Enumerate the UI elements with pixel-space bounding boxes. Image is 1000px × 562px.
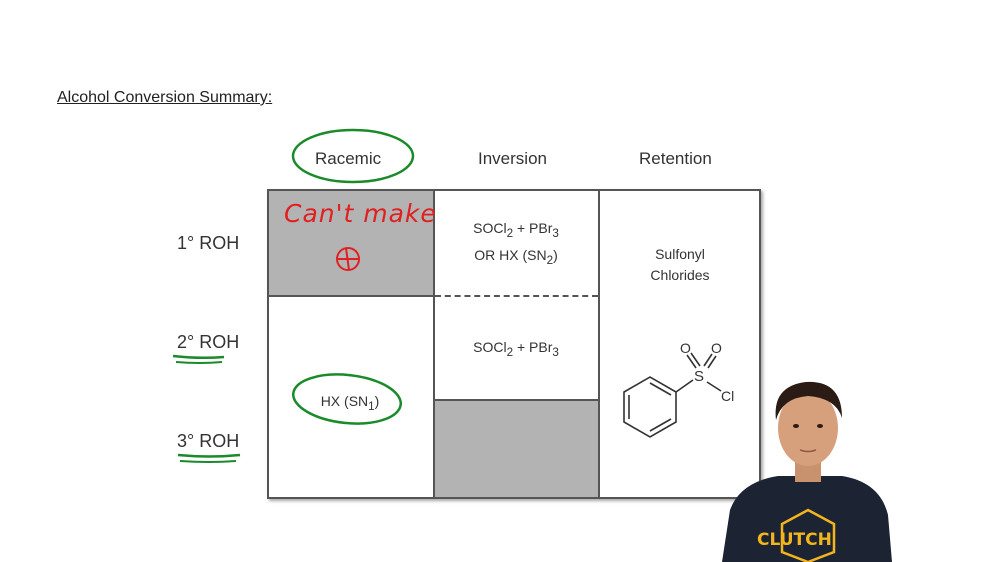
secondary-underline-annotation [175,361,223,364]
column-header-racemic: Racemic [315,149,382,168]
column-header-inversion: Inversion [478,149,547,168]
s-o-bond [703,353,713,367]
row-divider-dashed [435,295,598,297]
oxygen-label-right: O [711,340,722,356]
column-divider [433,191,435,497]
row-divider [269,295,435,297]
tertiary-underline-annotation [177,453,241,458]
sn1-circle-annotation [291,373,403,425]
presenter-figure: CLUTCH [722,381,892,562]
double-bond [649,382,672,396]
s-cl-bond [706,381,722,392]
chlorine-label: Cl [721,388,734,404]
column-divider [598,191,600,497]
presenter-shirt [722,476,892,562]
handwritten-note: Can't make [284,199,437,228]
primary-inversion-line1: SOCl2 + PBr3 [473,220,559,240]
row-label-tertiary: 3° ROH [177,431,240,451]
retention-line1: Sulfonyl [655,246,705,262]
conversion-table [267,189,761,499]
page-title: Alcohol Conversion Summary: [57,89,273,106]
s-o-bond [707,355,717,369]
secondary-inversion-reagents: SOCl2 + PBr3 [473,339,559,359]
presenter-mouth [799,449,817,453]
circled-plus-icon-v [345,247,350,271]
sulfonyl-chloride-structure [623,352,722,438]
primary-inversion-line2: OR HX (SN2) [474,246,558,267]
clutch-logo-text: CLUTCH [757,530,832,550]
presenter-eye [793,424,799,428]
row-divider [434,399,599,401]
racemic-reagent: HX (SN1) [320,393,380,413]
tertiary-underline-annotation [179,460,237,463]
s-o-bond [686,354,697,369]
primary-inversion-reagents: SOCl2 + PBr3 OR HX (SN2) [440,220,592,276]
retention-line2: Chlorides [650,267,710,283]
row-label-primary: 1° ROH [177,233,240,253]
secondary-underline-annotation [172,354,225,360]
retention-reagents: Sulfonyl Chlorides [620,244,740,286]
column-header-retention: Retention [639,149,712,168]
ring-sulfur-bond [675,379,694,393]
presenter-eye [817,424,823,428]
primary-racemic-cell [269,191,433,295]
presenter-hair [775,381,842,420]
sulfur-label: S [694,368,704,385]
tertiary-inversion-cell [434,400,599,497]
oxygen-label-left: O [680,340,691,356]
s-o-bond [690,352,701,367]
clutch-logo-hexagon [780,508,836,562]
row-label-secondary: 2° ROH [177,332,240,352]
presenter-face [778,390,838,466]
benzene-ring [623,376,677,438]
racemic-circle-annotation [291,128,415,184]
presenter-neck [795,460,821,482]
double-bond [649,418,672,432]
